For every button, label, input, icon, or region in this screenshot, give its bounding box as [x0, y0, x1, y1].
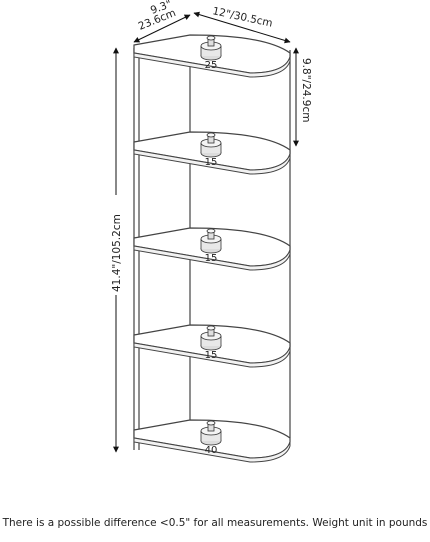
weight-label: 15: [205, 253, 218, 264]
weight-label: 40: [205, 445, 218, 456]
weight-icon: [200, 132, 222, 158]
shelf-edge: [133, 437, 291, 463]
shelf-4: 15: [133, 324, 291, 368]
shelf-edge: [133, 245, 291, 271]
weight-label: 25: [205, 60, 218, 71]
shelf-edge: [133, 52, 291, 78]
shelf-1: 25: [133, 34, 291, 78]
depth-dimension: 9.3" 23.6cm: [133, 0, 191, 43]
shelf-edge: [133, 149, 291, 175]
shelf-gap-label: 9.8"/24.9cm: [300, 58, 312, 122]
weight-icon: [200, 325, 222, 351]
shelf-gap-dimension: 9.8"/24.9cm: [293, 47, 312, 147]
measurement-note: There is a possible difference <0.5" for…: [2, 517, 428, 529]
width-label: 12"/30.5cm: [211, 5, 273, 29]
weight-icon: [200, 228, 222, 254]
shelf-3: 15: [133, 227, 291, 271]
weight-label: 15: [205, 157, 218, 168]
height-label: 41.4"/105.2cm: [111, 214, 123, 292]
shelf-edge: [133, 342, 291, 368]
weight-label: 15: [205, 350, 218, 361]
weight-icon: [200, 420, 222, 446]
shelf-5: 40: [133, 419, 291, 463]
height-dimension: 41.4"/105.2cm: [108, 47, 124, 453]
shelves: 25 15 15 15 40: [133, 34, 291, 463]
shelf-2: 15: [133, 131, 291, 175]
